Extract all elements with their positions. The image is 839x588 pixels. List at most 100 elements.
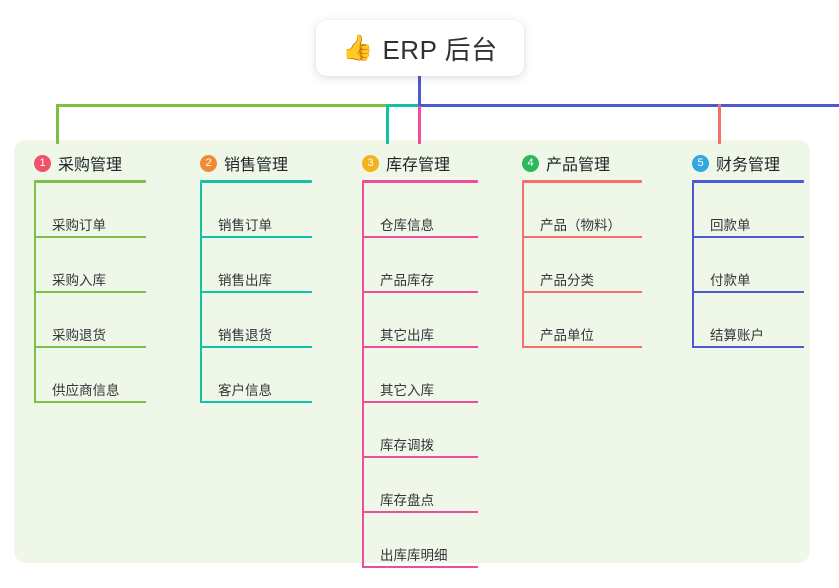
leaf-node-label: 其它出库 <box>380 328 434 343</box>
leaf-node[interactable]: 出库库明细 <box>362 513 517 568</box>
leaf-node[interactable]: 采购入库 <box>34 238 184 293</box>
leaf-node-label: 出库库明细 <box>380 548 448 563</box>
leaf-node-rule <box>200 401 312 403</box>
connector-bar-green <box>56 104 388 107</box>
leaf-node-label: 采购订单 <box>52 218 106 233</box>
leaf-node[interactable]: 结算账户 <box>692 293 839 348</box>
branch-spine <box>34 183 36 403</box>
leaf-node-label: 产品库存 <box>380 273 434 288</box>
leaf-node-label: 产品单位 <box>540 328 594 343</box>
branch-column-3: 3 库存管理仓库信息产品库存其它出库其它入库库存调拨库存盘点出库库明细 <box>362 146 517 568</box>
leaf-node[interactable]: 产品分类 <box>522 238 682 293</box>
leaf-node[interactable]: 付款单 <box>692 238 839 293</box>
leaf-node-rule <box>522 291 642 293</box>
leaf-node-rule <box>362 566 478 568</box>
leaf-node-label: 库存盘点 <box>380 493 434 508</box>
leaf-node[interactable]: 销售退货 <box>200 293 350 348</box>
leaf-node[interactable]: 采购订单 <box>34 183 184 238</box>
leaf-node[interactable]: 回款单 <box>692 183 839 238</box>
leaf-node-label: 销售订单 <box>218 218 272 233</box>
leaf-node-rule <box>522 236 642 238</box>
branch-column-5: 5 财务管理回款单付款单结算账户 <box>692 146 839 348</box>
leaf-node[interactable]: 产品单位 <box>522 293 682 348</box>
leaf-node[interactable]: 销售订单 <box>200 183 350 238</box>
leaf-node-rule <box>200 346 312 348</box>
branch-leaf-list: 采购订单采购入库采购退货供应商信息 <box>34 183 184 403</box>
leaf-node[interactable]: 产品（物料） <box>522 183 682 238</box>
leaf-node-label: 采购退货 <box>52 328 106 343</box>
page-title: ERP 后台 <box>382 34 498 65</box>
branch-spine <box>200 183 202 403</box>
leaf-node[interactable]: 其它入库 <box>362 348 517 403</box>
leaf-node-label: 供应商信息 <box>52 383 120 398</box>
leaf-node-label: 采购入库 <box>52 273 106 288</box>
leaf-node-rule <box>362 511 478 513</box>
branch-number-badge: 5 <box>692 154 709 172</box>
branch-header-rule <box>200 180 312 183</box>
connector-bar-teal <box>386 104 420 107</box>
branch-header-rule <box>362 180 478 183</box>
branch-header-5[interactable]: 5 财务管理 <box>692 146 839 180</box>
branch-header-label: 采购管理 <box>58 157 123 174</box>
connector-bar-blue <box>418 104 839 107</box>
connector-drop-1 <box>56 104 59 144</box>
leaf-node-rule <box>34 291 146 293</box>
branch-number-badge: 3 <box>362 154 379 172</box>
leaf-node-label: 销售退货 <box>218 328 272 343</box>
branch-header-rule <box>522 180 642 183</box>
branch-header-rule <box>692 180 804 183</box>
leaf-node[interactable]: 产品库存 <box>362 238 517 293</box>
leaf-node-label: 付款单 <box>710 273 751 288</box>
branch-spine <box>362 183 364 568</box>
leaf-node-label: 销售出库 <box>218 273 272 288</box>
leaf-node-label: 库存调拨 <box>380 438 434 453</box>
leaf-node[interactable]: 客户信息 <box>200 348 350 403</box>
leaf-node-rule <box>200 236 312 238</box>
branch-header-label: 产品管理 <box>546 157 611 174</box>
leaf-node[interactable]: 仓库信息 <box>362 183 517 238</box>
branch-column-1: 1 采购管理采购订单采购入库采购退货供应商信息 <box>34 146 184 403</box>
connector-drop-2 <box>386 104 389 144</box>
leaf-node-label: 回款单 <box>710 218 751 233</box>
leaf-node[interactable]: 销售出库 <box>200 238 350 293</box>
branch-leaf-list: 仓库信息产品库存其它出库其它入库库存调拨库存盘点出库库明细 <box>362 183 517 568</box>
thumbs-up-icon: 👍 <box>342 33 374 62</box>
leaf-node[interactable]: 库存调拨 <box>362 403 517 458</box>
connector-stem <box>418 76 421 106</box>
branch-header-3[interactable]: 3 库存管理 <box>362 146 517 180</box>
branch-header-1[interactable]: 1 采购管理 <box>34 146 184 180</box>
leaf-node-rule <box>200 291 312 293</box>
leaf-node-rule <box>362 401 478 403</box>
branch-number-badge: 2 <box>200 154 217 172</box>
branch-leaf-list: 产品（物料） 产品分类产品单位 <box>522 183 682 348</box>
leaf-node-rule <box>692 291 804 293</box>
connector-drop-4 <box>718 104 721 144</box>
leaf-node-rule <box>362 236 478 238</box>
leaf-node-label: 产品（物料） <box>540 218 621 233</box>
branch-spine <box>522 183 524 348</box>
leaf-node-label: 客户信息 <box>218 383 272 398</box>
branch-number-badge: 1 <box>34 154 51 172</box>
branch-leaf-list: 回款单付款单结算账户 <box>692 183 839 348</box>
leaf-node-rule <box>34 401 146 403</box>
branch-header-label: 库存管理 <box>386 157 451 174</box>
leaf-node-rule <box>522 346 642 348</box>
leaf-node-rule <box>692 346 804 348</box>
branch-spine <box>692 183 694 348</box>
leaf-node-rule <box>362 291 478 293</box>
leaf-node-label: 结算账户 <box>710 328 764 343</box>
connector-drop-3 <box>418 104 421 144</box>
branch-header-label: 财务管理 <box>716 157 781 174</box>
leaf-node[interactable]: 采购退货 <box>34 293 184 348</box>
leaf-node-rule <box>362 456 478 458</box>
diagram-panel <box>14 140 810 563</box>
branch-leaf-list: 销售订单销售出库销售退货客户信息 <box>200 183 350 403</box>
leaf-node-label: 仓库信息 <box>380 218 434 233</box>
leaf-node[interactable]: 其它出库 <box>362 293 517 348</box>
leaf-node[interactable]: 供应商信息 <box>34 348 184 403</box>
leaf-node[interactable]: 库存盘点 <box>362 458 517 513</box>
